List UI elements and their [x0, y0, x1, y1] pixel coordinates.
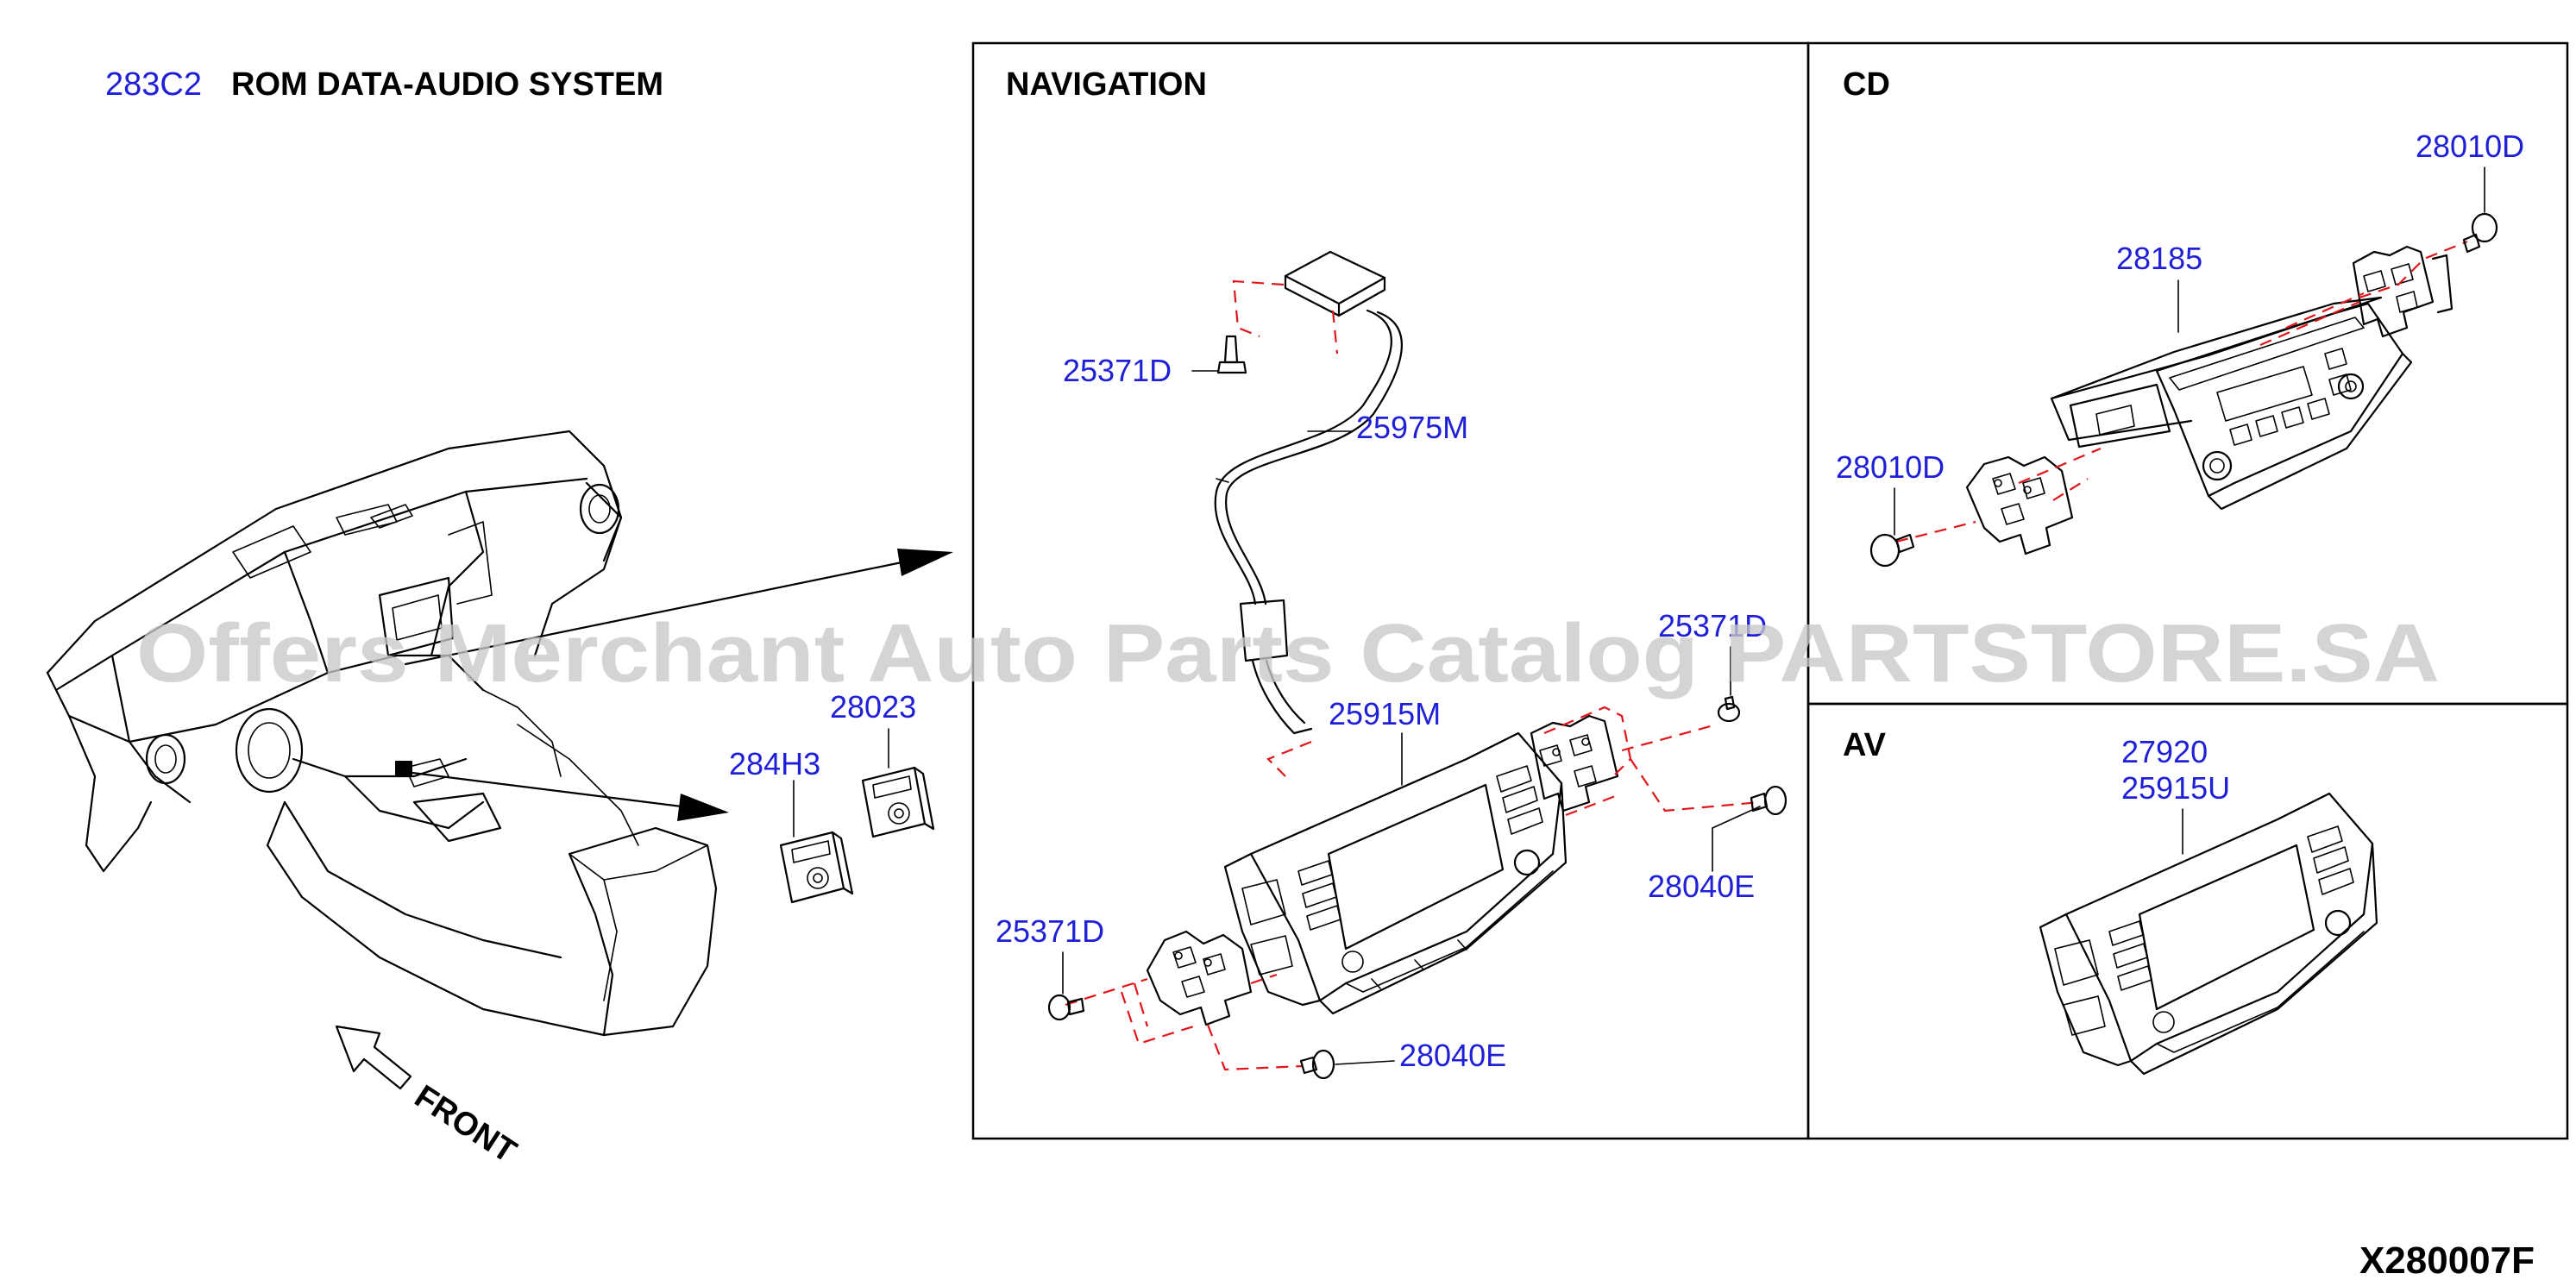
screw-25371D-top	[1216, 335, 1247, 374]
part-label-25915M[interactable]: 25915M	[1329, 696, 1441, 731]
part-label-284H3[interactable]: 284H3	[729, 746, 820, 781]
cd-head-unit-28185	[2050, 296, 2413, 511]
navigation-bracket-right	[1530, 714, 1619, 813]
dashboard-illustration	[46, 430, 718, 1037]
front-direction-arrow	[335, 1025, 412, 1090]
navigation-panel-title: NAVIGATION	[1006, 66, 1207, 103]
screw-28010D-left	[1869, 533, 1915, 568]
part-label-25371D-top[interactable]: 25371D	[1063, 353, 1172, 388]
navigation-antenna-25975M	[1214, 250, 1403, 735]
watermark: Offers Merchant Auto Parts Catalog PARTS…	[136, 607, 2440, 700]
section-title: ROM DATA-AUDIO SYSTEM	[231, 66, 663, 103]
part-label-27920[interactable]: 27920	[2121, 734, 2208, 769]
screw-28040E-right	[1750, 785, 1787, 816]
cd-bracket-left	[1965, 455, 2074, 555]
navigation-bracket-left	[1146, 930, 1253, 1026]
part-label-25915U[interactable]: 25915U	[2121, 770, 2230, 806]
part-label-28185[interactable]: 28185	[2116, 241, 2202, 276]
part-label-25371D-right[interactable]: 25371D	[1658, 608, 1767, 643]
part-label-28040E-bottom[interactable]: 28040E	[1399, 1038, 1506, 1073]
part-label-28010D-top[interactable]: 28010D	[2416, 129, 2524, 164]
av-head-unit-27920	[2039, 792, 2378, 1076]
screw-25371D-left	[1047, 994, 1085, 1021]
av-panel-frame	[1806, 702, 2569, 1140]
cd-panel-title: CD	[1843, 66, 1890, 103]
switch-284H3	[779, 831, 854, 904]
front-label: FRONT	[408, 1078, 523, 1170]
part-label-25975M[interactable]: 25975M	[1356, 410, 1468, 445]
section-code[interactable]: 283C2	[105, 66, 202, 103]
pointer-arrows	[395, 549, 953, 821]
screw-25371D-right	[1717, 695, 1741, 723]
screw-28010D-top	[2462, 212, 2498, 254]
navigation-panel-frame	[971, 41, 1810, 1140]
part-label-25371D-left[interactable]: 25371D	[996, 913, 1104, 949]
part-label-28023[interactable]: 28023	[830, 689, 916, 725]
switch-28023	[861, 766, 935, 838]
av-panel-title: AV	[1843, 727, 1887, 763]
navigation-head-unit-25915M	[1223, 731, 1568, 1015]
diagram-code: X280007F	[2359, 1239, 2535, 1280]
screw-28040E-bottom	[1299, 1049, 1335, 1080]
part-label-28010D-left[interactable]: 28010D	[1836, 449, 1945, 485]
cd-bracket-right	[2352, 245, 2453, 338]
part-label-28040E-right[interactable]: 28040E	[1648, 869, 1755, 904]
